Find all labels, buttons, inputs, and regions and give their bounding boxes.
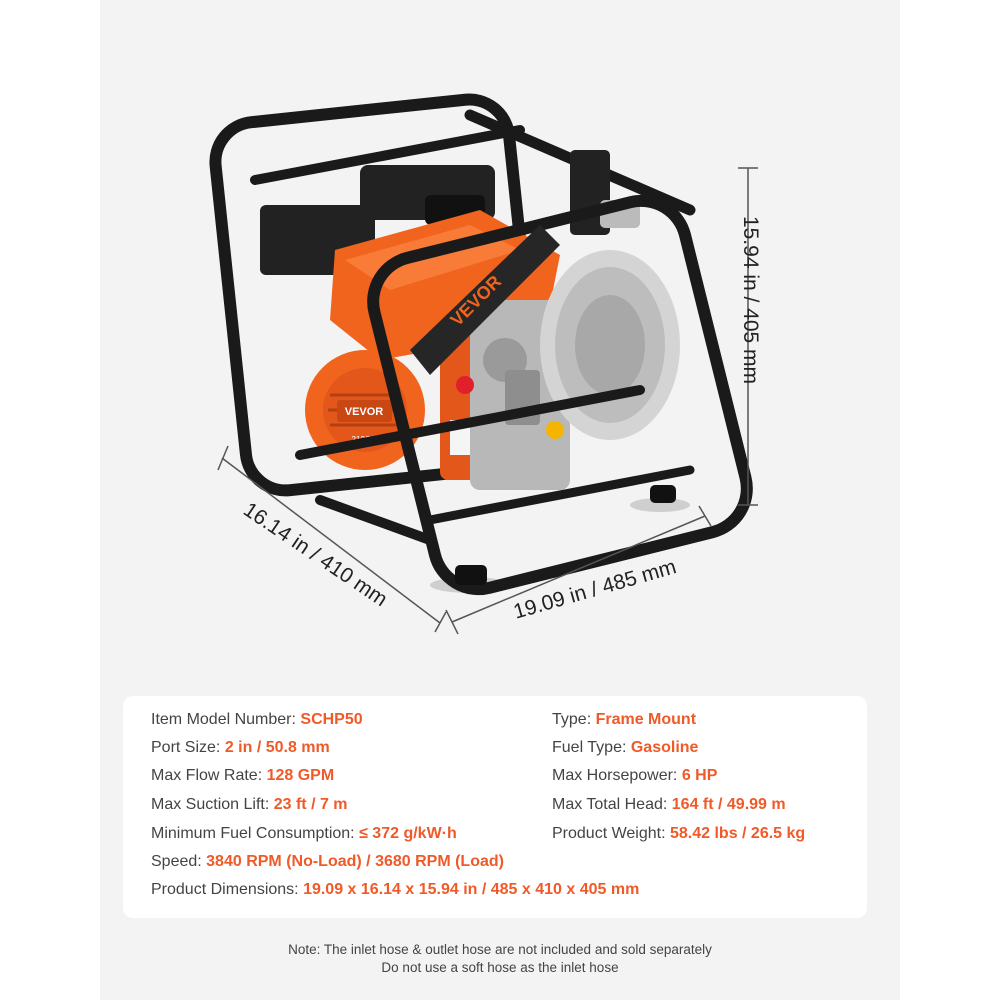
spec-min-fuel-consumption: Minimum Fuel Consumption: ≤ 372 g/kW·h: [151, 825, 457, 842]
height-dimension-label: 15.94 in / 405 mm: [739, 215, 762, 385]
spec-speed: Speed: 3840 RPM (No-Load) / 3680 RPM (Lo…: [151, 853, 504, 870]
water-pump-illustration: VEVOR 212CC VEVOR: [209, 93, 758, 635]
spec-max-total-head: Max Total Head: 164 ft / 49.99 m: [552, 796, 786, 813]
spec-max-flow-rate: Max Flow Rate: 128 GPM: [151, 767, 335, 784]
note-line-2: Do not use a soft hose as the inlet hose: [381, 960, 619, 975]
spec-max-horsepower: Max Horsepower: 6 HP: [552, 767, 718, 784]
note-line-1: Note: The inlet hose & outlet hose are n…: [288, 942, 712, 957]
dimension-lines: [217, 167, 758, 635]
spec-fuel-type: Fuel Type: Gasoline: [552, 739, 699, 756]
spec-port-size: Port Size: 2 in / 50.8 mm: [151, 739, 330, 756]
spec-type: Type: Frame Mount: [552, 711, 697, 728]
spec-model-number: Item Model Number: SCHP50: [151, 711, 363, 728]
spec-product-weight: Product Weight: 58.42 lbs / 26.5 kg: [552, 825, 806, 842]
brand-text-small: VEVOR: [345, 406, 384, 418]
spec-card: [123, 696, 867, 918]
spec-product-dimensions: Product Dimensions: 19.09 x 16.14 x 15.9…: [151, 881, 640, 898]
spec-max-suction-lift: Max Suction Lift: 23 ft / 7 m: [151, 796, 348, 813]
